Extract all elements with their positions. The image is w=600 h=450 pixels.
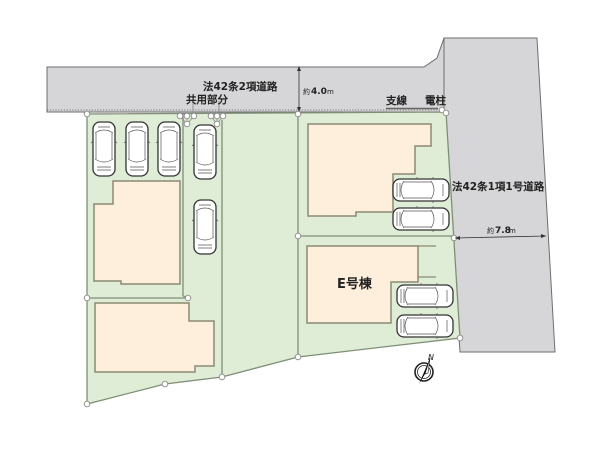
utility-pole-label: 電柱 <box>425 94 446 107</box>
east-road-width-dimension <box>454 234 547 240</box>
east-road <box>443 37 556 353</box>
car-icon <box>392 205 450 233</box>
east-road-width-value: 7.8 <box>495 226 511 236</box>
north-road-width-dimension <box>297 66 301 112</box>
east-road-width-prefix: 約 <box>487 226 494 235</box>
north-arrow-icon <box>414 357 434 384</box>
east-road-label: 法42条1項1号道路 <box>452 180 545 193</box>
car-icon <box>396 312 454 340</box>
car-icon <box>392 176 450 204</box>
car-icon <box>155 121 183 177</box>
north-road-width-unit: m <box>327 88 334 96</box>
building-b <box>94 302 215 373</box>
north-road <box>46 37 445 113</box>
building-e-label: E号棟 <box>337 276 373 292</box>
car-icon <box>191 124 219 180</box>
north-road-width-value: 4.0 <box>311 87 327 97</box>
car-icon <box>123 121 151 177</box>
north-road-width-prefix: 約 <box>303 87 310 96</box>
north-label: N <box>428 353 434 362</box>
shared-area-label: 共用部分 <box>186 93 228 106</box>
car-icon <box>396 282 454 310</box>
boundary-pins <box>83 106 464 408</box>
building-d <box>307 123 432 217</box>
building-a <box>93 180 181 285</box>
car-icon <box>191 199 219 255</box>
guy-wire-label: 支線 <box>385 94 407 107</box>
north-road-label: 法42条2項道路 <box>203 80 278 93</box>
east-road-width-unit: m <box>509 227 516 235</box>
car-icon <box>90 121 118 177</box>
